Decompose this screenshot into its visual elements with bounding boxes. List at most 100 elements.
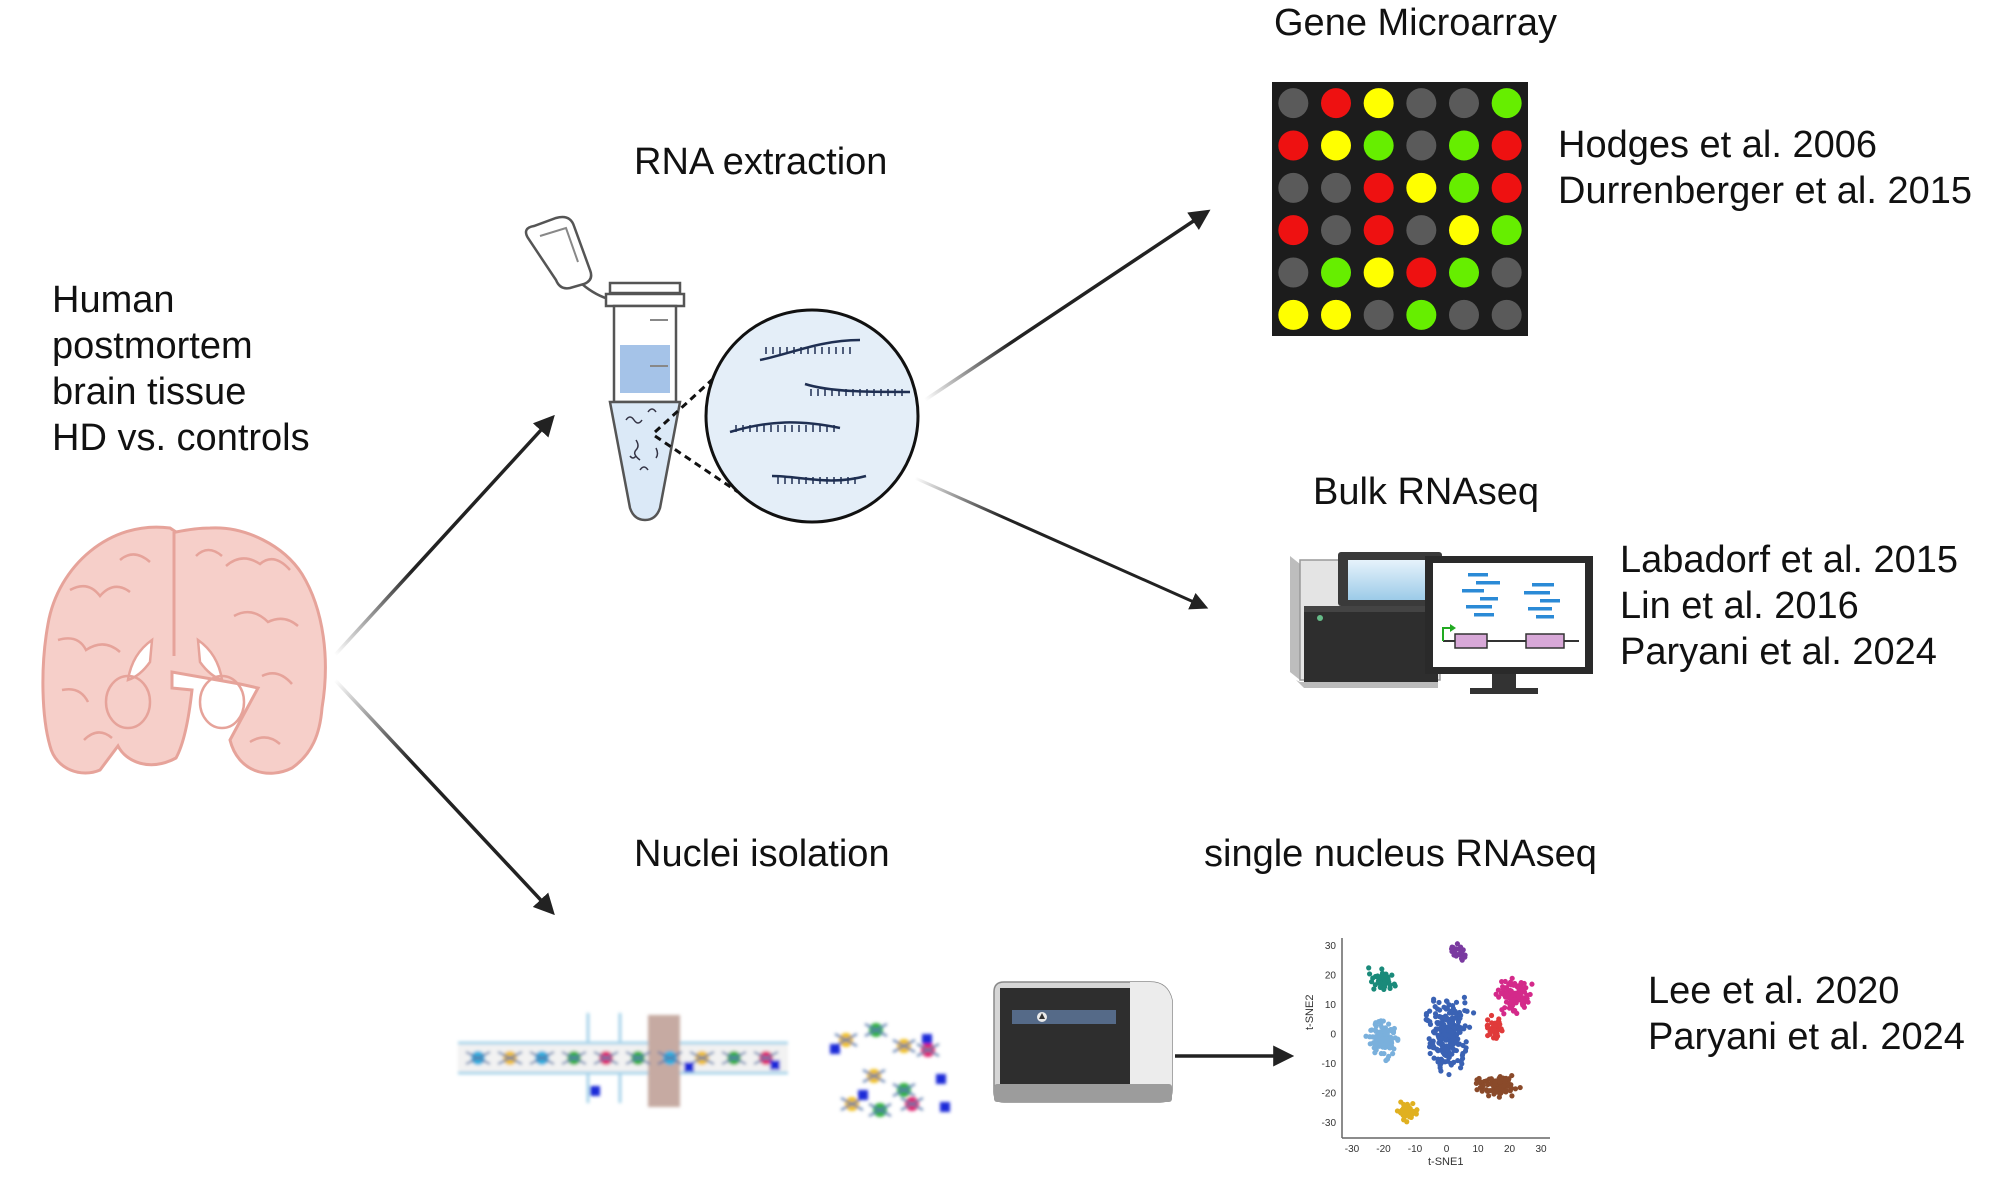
microarray-spot: [1321, 172, 1351, 203]
tsne-point: [1503, 1088, 1509, 1094]
bead-square: [940, 1102, 950, 1112]
tsne-point: [1439, 1057, 1445, 1063]
tsne-point: [1501, 1079, 1508, 1085]
tsne-point: [1381, 980, 1387, 987]
tsne-point: [1448, 1028, 1454, 1034]
sequence-read: [1462, 589, 1484, 593]
microarray-spot: [1449, 215, 1479, 246]
reference: Hodges et al. 2006: [1558, 124, 1878, 166]
tsne-point: [1458, 1012, 1464, 1018]
microarray-spot: [1321, 257, 1351, 288]
bead-barcode: [625, 1051, 651, 1065]
sequence-read: [1474, 613, 1494, 617]
tsne-point: [1437, 1062, 1443, 1069]
sn-rnaseq-title: single nucleus RNAseq: [1204, 833, 1597, 875]
brain-fold: [195, 548, 223, 557]
arrow-to-rna-extraction: [333, 414, 555, 657]
tsne-point: [1384, 1056, 1391, 1062]
bead-barcode: [892, 1083, 916, 1097]
tsne-point: [1487, 1029, 1493, 1035]
microarray-spot: [1449, 88, 1479, 119]
tsne-point: [1448, 1008, 1454, 1014]
bulk-sequencer-icon: [1290, 552, 1593, 694]
microarray-spot: [1491, 215, 1522, 246]
tsne-point: [1452, 1010, 1459, 1017]
arrow-to-bulk-rnaseq: [914, 476, 1209, 610]
tsne-point: [1470, 1010, 1477, 1016]
brain-icon: [41, 525, 327, 775]
tsne-point: [1463, 1045, 1469, 1051]
tsne-point: [1427, 1050, 1433, 1057]
microarray-spot: [1449, 257, 1479, 288]
sequence-read: [1468, 573, 1488, 577]
tsne-point: [1473, 1080, 1479, 1086]
tsne-point: [1499, 1007, 1505, 1013]
tsne-point: [1446, 1054, 1452, 1061]
tsne-point: [1381, 1050, 1387, 1057]
tsne-point: [1367, 1041, 1373, 1047]
microarray-spot: [1363, 172, 1394, 203]
tsne-point: [1414, 1107, 1420, 1113]
microarray-spot: [1491, 88, 1522, 119]
tsne-point: [1407, 1113, 1413, 1119]
bead-square: [936, 1074, 946, 1084]
tsne-point: [1379, 1037, 1386, 1043]
brain-ventricle: [196, 637, 224, 682]
tsne-x-tick: 20: [1504, 1144, 1516, 1155]
arrow-to-nuclei-isolation: [333, 678, 555, 916]
bead-barcode: [529, 1051, 555, 1065]
tsne-point: [1514, 983, 1520, 989]
bead-square: [770, 1060, 780, 1070]
tube-icon: [524, 215, 740, 522]
microarray-spot: [1406, 130, 1437, 161]
microarray-spot: [1491, 257, 1522, 288]
tsne-point: [1376, 975, 1382, 981]
bead-barcode: [868, 1103, 892, 1117]
microarray-spot: [1321, 88, 1351, 119]
brain-fold: [261, 672, 293, 685]
tsne-point: [1518, 979, 1524, 986]
tsne-point: [1507, 1088, 1513, 1094]
tsne-point: [1373, 1047, 1379, 1053]
tsne-point: [1379, 966, 1385, 972]
brain-outline: [41, 525, 327, 775]
sequence-read: [1536, 615, 1554, 619]
tsne-point: [1498, 990, 1505, 996]
microfluidic-chip-icon: [458, 1013, 788, 1107]
tsne-x-tick: -20: [1376, 1144, 1391, 1155]
tsne-point: [1401, 1110, 1407, 1116]
tsne-point: [1449, 1041, 1455, 1047]
tsne-point: [1524, 992, 1530, 998]
reference: Paryani et al. 2024: [1620, 631, 1937, 673]
tsne-point: [1498, 1026, 1504, 1032]
reference: Durrenberger et al. 2015: [1558, 170, 1973, 212]
sequence-read: [1480, 597, 1498, 601]
bulk-rnaseq-refs: Labadorf et al. 2015 Lin et al. 2016 Par…: [1620, 537, 1958, 675]
tsne-point: [1390, 1030, 1397, 1036]
bead-square: [590, 1086, 600, 1096]
tsne-point: [1430, 1043, 1436, 1049]
sequence-read: [1476, 581, 1500, 585]
bead-square: [830, 1044, 840, 1054]
tsne-point: [1444, 1005, 1450, 1011]
bead-barcode: [561, 1051, 587, 1065]
microarray-spot: [1491, 130, 1522, 161]
tsne-point: [1372, 982, 1378, 988]
tsne-point: [1382, 1025, 1389, 1031]
microarray-spot: [1278, 130, 1309, 161]
tsne-x-tick: 10: [1472, 1144, 1484, 1155]
bead-barcode: [497, 1051, 523, 1065]
tsne-point: [1453, 999, 1460, 1005]
bead-square: [684, 1062, 694, 1072]
tsne-point: [1373, 1041, 1379, 1047]
tsne-point: [1500, 984, 1506, 990]
tsne-point: [1392, 983, 1398, 989]
tsne-point: [1452, 950, 1458, 956]
tsne-point: [1387, 982, 1393, 988]
tsne-point: [1457, 1065, 1464, 1071]
tsne-point: [1435, 1048, 1441, 1054]
tsne-point: [1497, 1076, 1504, 1082]
tsne-point: [1442, 1015, 1448, 1021]
tsne-point: [1512, 990, 1518, 996]
